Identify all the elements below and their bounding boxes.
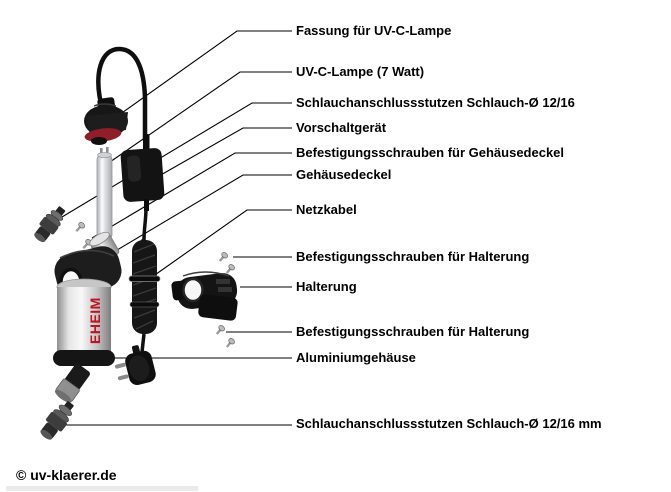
leader-uvc-lampe [109,71,292,163]
lamp-cable [96,46,148,143]
label-schrauben-halterung-unten: Befestigungsschrauben für Halterung [296,324,530,339]
label-fassung: Fassung für UV-C-Lampe [296,23,452,38]
label-schlauchanschluss-oben: Schlauchanschlussstutzen Schlauch-Ø 12/1… [296,95,575,110]
power-cord [114,207,161,385]
label-netzkabel: Netzkabel [296,202,357,217]
leader-netzkabel [151,209,292,278]
power-plug [114,345,156,385]
leader-schlauchanschluss-oben [46,102,292,227]
plug-pin [114,362,126,369]
label-schlauchanschluss-unten: Schlauchanschlussstutzen Schlauch-Ø 12/1… [296,416,602,431]
label-gehaeusedeckel: Gehäusedeckel [296,167,392,182]
lamp-socket [84,97,128,145]
leader-fassung [111,30,292,121]
ballast-box [120,134,165,211]
aluminium-housing: EHEIM [53,278,115,403]
cable-coil [132,240,157,334]
lid-screws [75,222,92,250]
hose-connector-top [34,206,66,243]
housing-base-ring [53,350,115,366]
hose-connector-bottom [40,401,74,440]
leader-schrauben-gehaeusedeckel [91,152,292,239]
bracket-clamp-opening [182,277,204,303]
label-schrauben-gehaeusedeckel: Befestigungsschrauben für Gehäusedeckel [296,145,565,160]
label-vorschaltgeraet: Vorschaltgerät [296,120,387,135]
plug-pin [117,374,129,381]
label-schrauben-halterung-oben: Befestigungsschrauben für Halterung [296,249,530,264]
leader-vorschaltgeraet [151,127,292,181]
mounting-bracket [171,271,238,321]
label-halterung: Halterung [296,279,357,294]
cable-tie [128,275,161,282]
brand-logo: EHEIM [87,297,103,344]
housing-outlet-elbow [54,363,90,403]
footer-divider-bar [6,486,198,491]
label-aluminiumgehaeuse: Aluminiumgehäuse [296,350,416,365]
bracket-screws-lower [215,325,235,348]
uvc-lamp-tube [96,147,113,241]
label-uvc-lampe: UV-C-Lampe (7 Watt) [296,64,425,79]
copyright-credit: © uv-klaerer.de [16,467,117,483]
cable-tie [129,301,160,308]
bracket-screws-upper [218,252,235,274]
